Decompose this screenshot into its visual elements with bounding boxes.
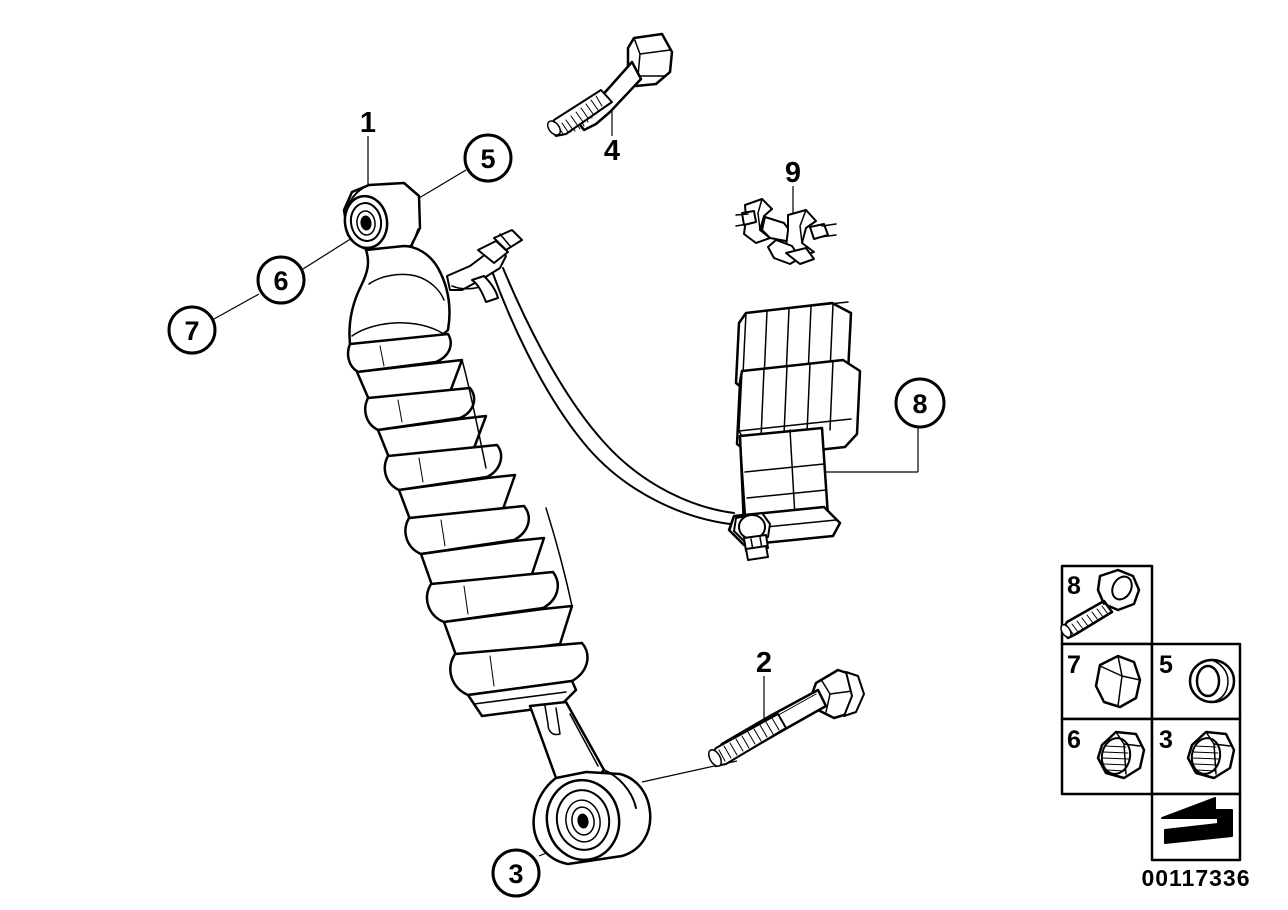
hydraulic-preload-adjuster xyxy=(727,301,862,561)
leader-7 xyxy=(213,293,260,320)
callout-3[interactable]: 3 xyxy=(491,848,541,898)
callout-4-label: 4 xyxy=(604,135,620,167)
callout-1-label: 1 xyxy=(360,107,376,139)
callout-5[interactable]: 5 xyxy=(463,133,513,183)
hose-clip-part xyxy=(735,198,837,265)
legend-grid: 8 7 5 xyxy=(1060,564,1242,862)
part-number: 00117336 xyxy=(1141,865,1250,891)
lower-mounting-bolt xyxy=(708,668,865,768)
callout-2-label: 2 xyxy=(756,647,772,679)
callout-5-label: 5 xyxy=(480,144,495,174)
hydraulic-hose xyxy=(491,267,735,525)
shock-absorber xyxy=(342,181,652,866)
legend-label-5: 5 xyxy=(1159,651,1173,679)
callout-3-label: 3 xyxy=(508,859,523,889)
direction-arrow-icon xyxy=(1161,797,1233,844)
washer-icon xyxy=(1188,658,1236,704)
cap-nut-icon xyxy=(1094,654,1142,709)
legend-label-7: 7 xyxy=(1067,651,1081,679)
callout-8[interactable]: 8 xyxy=(894,377,946,429)
upper-mounting-bolt xyxy=(546,32,674,137)
callout-6[interactable]: 6 xyxy=(256,255,306,305)
callout-7[interactable]: 7 xyxy=(167,305,217,355)
hex-nut-icon-6 xyxy=(1096,730,1146,780)
callout-7-label: 7 xyxy=(184,316,199,346)
socket-head-cap-screw-icon xyxy=(1060,568,1141,640)
callout-6-label: 6 xyxy=(273,266,288,296)
hex-nut-icon-3 xyxy=(1186,730,1236,780)
callout-8-label: 8 xyxy=(912,389,927,419)
legend-label-8: 8 xyxy=(1067,572,1081,600)
legend-label-6: 6 xyxy=(1067,726,1081,754)
callout-9-label: 9 xyxy=(785,157,801,189)
callout-markers: 3 5 6 7 8 1 4 9 2 xyxy=(167,107,946,898)
legend-label-3: 3 xyxy=(1159,726,1173,754)
